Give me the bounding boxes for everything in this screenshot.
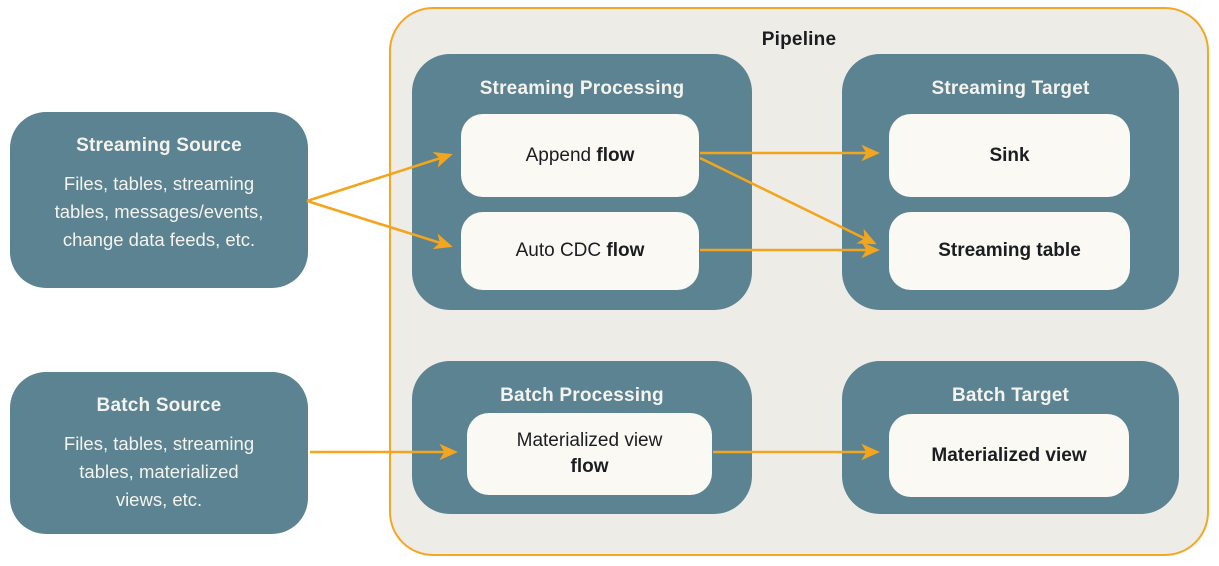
sink-label: Sink	[989, 144, 1030, 166]
streaming-source-description: Files, tables, streaming tables, message…	[54, 173, 264, 250]
batch-target-title: Batch Target	[951, 385, 1070, 406]
streaming-target-title: Streaming Target	[931, 78, 1090, 99]
pipeline-container: Pipeline Streaming Processing Append flo…	[389, 7, 1209, 556]
streaming-table-label: Streaming table	[938, 240, 1081, 262]
auto-cdc-flow-node: Auto CDC flow	[461, 212, 699, 290]
append-flow-node: Append flow	[461, 114, 699, 197]
materialized-view-flow-label: Materialized view flow	[516, 430, 663, 477]
streaming-table-node: Streaming table	[889, 212, 1130, 290]
materialized-view-flow-node: Materialized view flow	[467, 413, 712, 495]
streaming-processing-title: Streaming Processing	[479, 78, 685, 99]
batch-source-box: Batch Source Files, tables, streaming ta…	[10, 372, 308, 534]
pipeline-title: Pipeline	[761, 29, 837, 50]
materialized-view-node: Materialized view	[889, 414, 1129, 497]
batch-target-group: Batch Target Materialized view	[842, 361, 1179, 514]
append-flow-label: Append flow	[525, 144, 635, 166]
streaming-target-group: Streaming Target Sink Streaming table	[842, 54, 1179, 310]
streaming-processing-group: Streaming Processing Append flow Auto CD…	[412, 54, 752, 310]
batch-source-title: Batch Source	[96, 395, 222, 416]
materialized-view-label: Materialized view	[931, 444, 1087, 466]
batch-processing-group: Batch Processing Materialized view flow	[412, 361, 752, 514]
batch-processing-title: Batch Processing	[500, 385, 664, 406]
streaming-source-title: Streaming Source	[76, 135, 242, 156]
sink-node: Sink	[889, 114, 1130, 197]
streaming-source-box: Streaming Source Files, tables, streamin…	[10, 112, 308, 288]
auto-cdc-flow-label: Auto CDC flow	[515, 240, 645, 262]
batch-source-description: Files, tables, streaming tables, materia…	[63, 433, 255, 510]
